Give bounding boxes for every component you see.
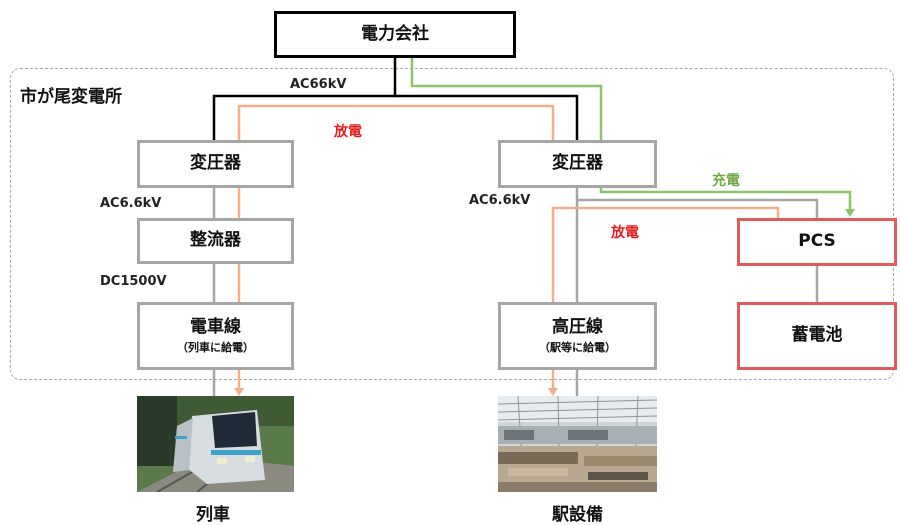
charge-lines — [410, 58, 855, 217]
grid-line-main — [212, 58, 397, 140]
discharge-arrow-right — [548, 388, 558, 396]
discharge-upper — [237, 104, 555, 140]
substation-label: 市が尾変電所 — [14, 82, 170, 112]
voltage-ac66kv: AC66kV — [290, 77, 347, 92]
pcs-box: PCS — [737, 218, 897, 266]
discharge-label-top: 放電 — [334, 124, 362, 140]
discharge-label-right: 放電 — [611, 225, 639, 241]
transformer-left-label: 変圧器 — [190, 153, 241, 174]
voltage-ac6-6kv-right: AC6.6kV — [469, 193, 531, 208]
power-company-label: 電力会社 — [361, 23, 429, 44]
rectifier-box: 整流器 — [137, 218, 294, 264]
overhead-line-title: 電車線 — [190, 317, 241, 338]
grid-lines — [212, 58, 579, 140]
station-caption: 駅設備 — [552, 505, 603, 525]
station-photo — [498, 396, 657, 492]
hv-line-subtitle: （駅等に給電） — [539, 340, 616, 354]
train-caption: 列車 — [196, 505, 230, 525]
battery-label: 蓄電池 — [791, 325, 843, 346]
charge-line — [410, 58, 852, 210]
voltage-ac6-6kv-left: AC6.6kV — [100, 196, 162, 211]
overhead-line-box: 電車線 （列車に給電） — [137, 302, 294, 370]
transformer-right-label: 変圧器 — [552, 153, 603, 174]
discharge-right — [551, 206, 780, 302]
transformer-left-box: 変圧器 — [137, 140, 294, 188]
transformer-right-box: 変圧器 — [498, 140, 657, 188]
voltage-dc1500v: DC1500V — [100, 274, 167, 289]
charge-label: 充電 — [712, 173, 740, 189]
charge-arrow — [845, 209, 855, 217]
train-photo — [137, 396, 294, 492]
discharge-lines — [234, 104, 780, 396]
hv-line-title: 高圧線 — [552, 317, 603, 338]
discharge-arrow-left — [234, 388, 244, 396]
pcs-label: PCS — [798, 231, 836, 252]
battery-box: 蓄電池 — [737, 302, 897, 370]
feed-pcs — [577, 198, 819, 218]
overhead-line-subtitle: （列車に給電） — [177, 340, 254, 354]
grid-line-right — [395, 94, 579, 140]
rectifier-label: 整流器 — [190, 230, 241, 251]
power-company-box: 電力会社 — [274, 11, 516, 58]
hv-line-box: 高圧線 （駅等に給電） — [498, 302, 657, 370]
